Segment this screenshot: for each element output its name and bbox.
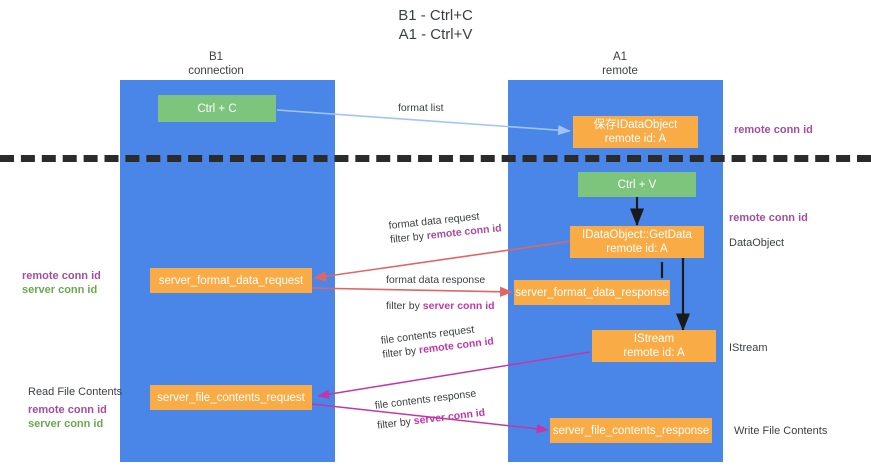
label-format-data-response: format data response filter by server co… (386, 273, 495, 313)
side-label-remote-conn-id-top: remote conn id (734, 124, 813, 136)
label-file-contents-request-prefix: filter by (381, 344, 420, 361)
node-save-idataobject[interactable]: 保存IDataObject remote id: A (573, 116, 698, 148)
label-format-data-response-prefix: filter by (386, 300, 423, 312)
side-label-conn-ids-bottom: remote conn id server conn id (28, 404, 107, 430)
side-label-data-object: DataObject (729, 237, 785, 249)
label-file-contents-request: file contents request filter by remote c… (380, 324, 494, 362)
node-ctrl-v[interactable]: Ctrl + V (578, 172, 696, 197)
node-istream[interactable]: IStream remote id: A (592, 330, 716, 362)
node-server-format-data-response[interactable]: server_format_data_response (514, 280, 670, 305)
section-divider (0, 155, 871, 162)
label-format-data-request-prefix: filter by (389, 230, 428, 246)
diagram-title: B1 - Ctrl+C A1 - Ctrl+V (398, 7, 473, 43)
column-header-b1: B1 connection (188, 51, 244, 77)
label-file-contents-response-prefix: filter by (376, 415, 415, 432)
label-format-list: format list (398, 102, 444, 114)
label-format-data-response-line1: format data response (386, 274, 486, 286)
label-format-data-request: format data request filter by remote con… (388, 210, 502, 247)
node-server-file-contents-request[interactable]: server_file_contents_request (150, 385, 312, 410)
side-label-istream: IStream (729, 342, 768, 354)
column-header-a1: A1 remote (602, 51, 638, 77)
node-server-file-contents-response[interactable]: server_file_contents_response (550, 418, 712, 443)
side-label-read-file-contents: Read File Contents (28, 386, 123, 398)
side-label-remote-conn-id-mid: remote conn id (729, 212, 808, 224)
label-file-contents-response-key: server conn id (413, 406, 486, 428)
label-format-data-response-key: server conn id (422, 300, 495, 312)
side-label-write-file-contents: Write File Contents (734, 425, 828, 437)
node-idataobject-getdata[interactable]: IDataObject::GetData remote id: A (570, 226, 704, 258)
side-label-conn-ids-mid: remote conn id server conn id (22, 270, 101, 296)
node-server-format-data-request[interactable]: server_format_data_request (150, 268, 312, 293)
label-file-contents-response: file contents response filter by server … (374, 388, 486, 433)
node-ctrl-c[interactable]: Ctrl + C (158, 95, 276, 122)
